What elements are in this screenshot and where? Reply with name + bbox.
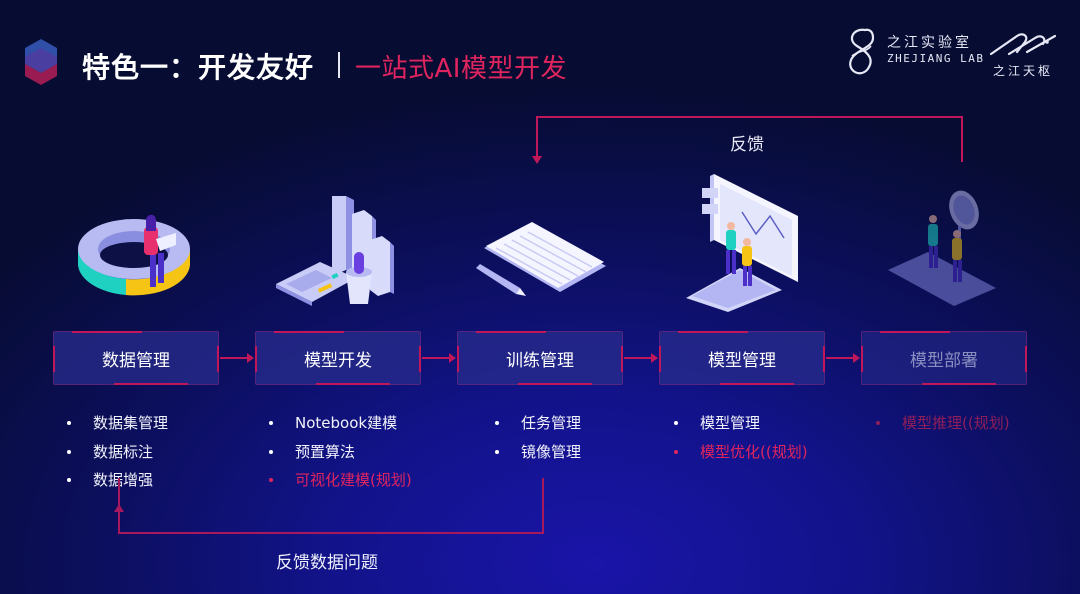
data-management-features: 数据集管理 数据标注 数据增强 xyxy=(67,412,168,498)
zhejiang-lab-en: ZHEJIANG LAB xyxy=(887,52,985,65)
step-data-management[interactable]: 数据管理 xyxy=(53,331,219,385)
step-accent xyxy=(621,346,623,372)
page-subtitle: 一站式AI模型开发 xyxy=(355,54,567,84)
training-management-features: 任务管理 镜像管理 xyxy=(495,412,581,469)
bullet-icon xyxy=(674,449,678,454)
step-label: 模型开发 xyxy=(304,350,372,371)
step-accent xyxy=(457,346,459,372)
step-accent xyxy=(217,346,219,372)
step-accent xyxy=(823,346,825,372)
feedback-loop-bottom xyxy=(118,478,544,534)
list-item: 数据集管理 xyxy=(67,412,168,441)
step-training-management[interactable]: 训练管理 xyxy=(457,331,623,385)
magnifier-people-icon xyxy=(888,190,996,306)
list-item: 数据增强 xyxy=(67,469,168,498)
arrow-right-icon xyxy=(624,353,658,363)
hexagon-logo-icon xyxy=(25,39,57,85)
tianshu-logo: 之江天枢 xyxy=(985,30,1065,80)
step-label: 训练管理 xyxy=(506,350,574,371)
title-divider xyxy=(338,52,340,78)
page-title: 特色一：开发友好 xyxy=(82,51,315,84)
bullet-icon xyxy=(876,421,880,425)
arrow-right-icon xyxy=(220,353,254,363)
bullet-icon xyxy=(67,421,71,425)
model-deployment-features: 模型推理((规划) xyxy=(876,412,1010,441)
tianshu-cn: 之江天枢 xyxy=(993,64,1054,78)
bullet-icon xyxy=(67,478,71,482)
monitor-chart-people-icon xyxy=(686,174,798,312)
arrow-right-icon xyxy=(826,353,860,363)
list-item: 预置算法 xyxy=(269,441,412,470)
step-label: 模型部署 xyxy=(910,350,978,371)
bullet-icon xyxy=(269,478,273,482)
arrow-up-icon xyxy=(114,504,124,512)
zhejiang-lab-logo: 之江实验室 ZHEJIANG LAB xyxy=(843,26,983,76)
step-accent xyxy=(255,346,257,372)
bullet-icon xyxy=(495,449,499,454)
donut-chart-person-icon xyxy=(78,214,190,296)
list-item: 任务管理 xyxy=(495,412,581,441)
calculator-bars-icon xyxy=(276,196,394,306)
bullet-icon xyxy=(674,421,678,425)
step-accent xyxy=(1025,346,1027,372)
step-model-deployment[interactable]: 模型部署 xyxy=(861,331,1027,385)
bullet-icon xyxy=(67,449,71,454)
list-item-planned: 可视化建模(规划) xyxy=(269,469,412,498)
model-development-features: Notebook建模 预置算法 可视化建模(规划) xyxy=(269,412,412,498)
bullet-icon xyxy=(495,421,499,425)
list-item: 镜像管理 xyxy=(495,441,581,470)
step-model-development[interactable]: 模型开发 xyxy=(255,331,421,385)
step-label: 数据管理 xyxy=(102,350,170,371)
step-accent xyxy=(53,346,55,372)
zhejiang-lab-mark-icon xyxy=(849,28,875,75)
list-item-planned: 模型推理((规划) xyxy=(876,412,1010,441)
feedback-label: 反馈 xyxy=(730,135,764,155)
arrow-down-icon xyxy=(532,156,542,164)
model-management-features: 模型管理 模型优化((规划) xyxy=(674,412,808,469)
list-item-planned: 模型优化((规划) xyxy=(674,441,808,470)
document-pen-icon xyxy=(476,222,606,296)
arrow-right-icon xyxy=(422,353,456,363)
bullet-icon xyxy=(269,449,273,454)
list-item: 模型管理 xyxy=(674,412,808,441)
tianshu-mark-icon xyxy=(989,33,1057,56)
step-model-management[interactable]: 模型管理 xyxy=(659,331,825,385)
list-item: Notebook建模 xyxy=(269,412,412,441)
step-accent xyxy=(659,346,661,372)
feedback-data-issues-label: 反馈数据问题 xyxy=(276,553,378,573)
step-label: 模型管理 xyxy=(708,350,776,371)
bullet-icon xyxy=(269,421,273,425)
list-item: 数据标注 xyxy=(67,441,168,470)
step-accent xyxy=(861,346,863,372)
feedback-loop-top xyxy=(536,116,963,162)
step-accent xyxy=(419,346,421,372)
zhejiang-lab-cn: 之江实验室 xyxy=(887,35,972,51)
